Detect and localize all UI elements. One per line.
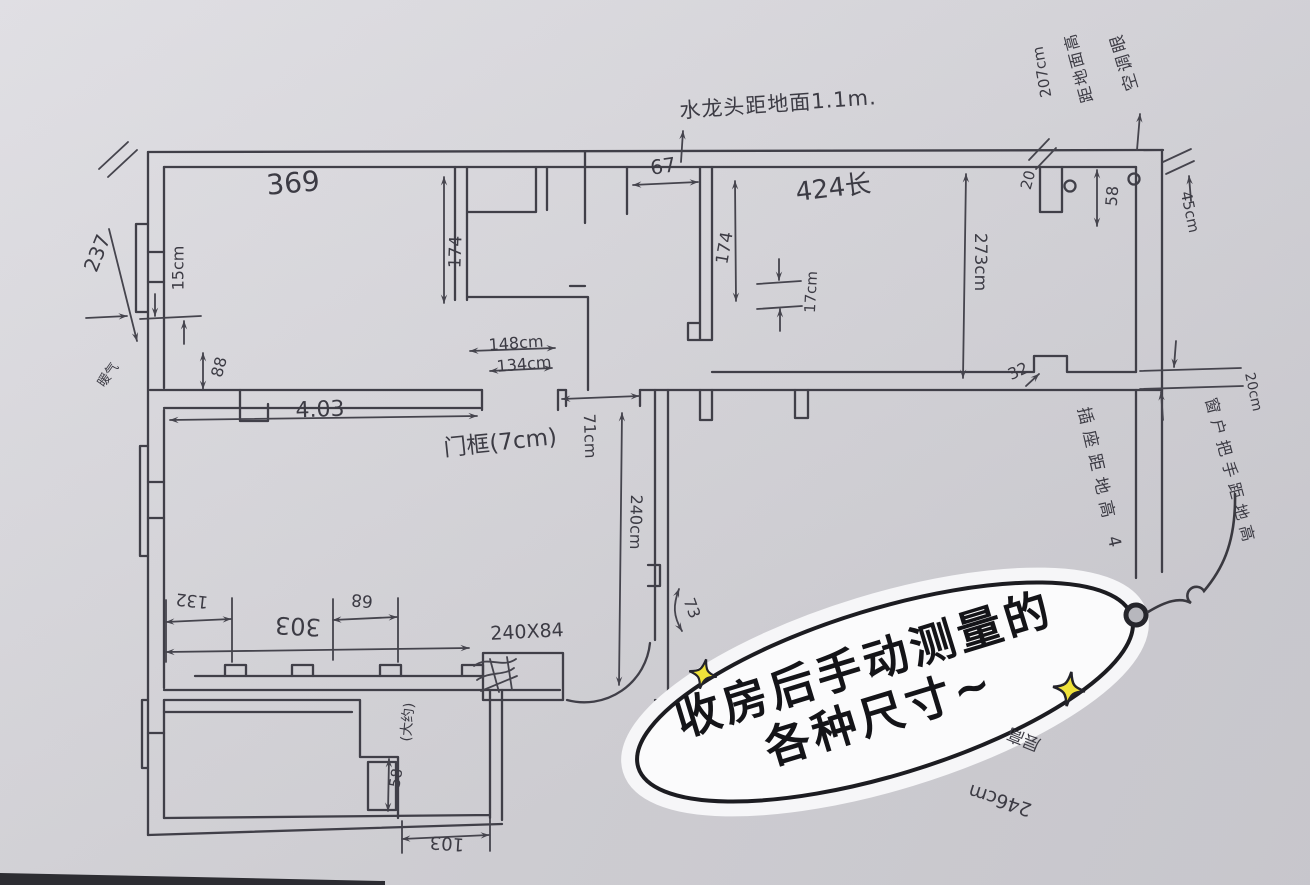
window-symbol	[140, 698, 166, 770]
scribbled-note	[473, 656, 518, 693]
door-swing-arc	[565, 641, 652, 704]
socket-circle	[1127, 172, 1141, 186]
photo-edge-shadow	[0, 873, 385, 885]
socket-circle	[1063, 179, 1077, 193]
bubble-string-ring	[1123, 602, 1149, 628]
walls	[134, 148, 1165, 837]
sparkle-icon	[1052, 671, 1086, 707]
sparkle-icon	[688, 658, 718, 690]
radiator-symbol	[223, 663, 485, 678]
bay-window-box	[481, 651, 565, 702]
window-symbol	[138, 444, 166, 558]
dimension-lines	[85, 113, 1244, 854]
bubble-string	[1146, 492, 1237, 614]
window-symbol	[134, 222, 166, 314]
